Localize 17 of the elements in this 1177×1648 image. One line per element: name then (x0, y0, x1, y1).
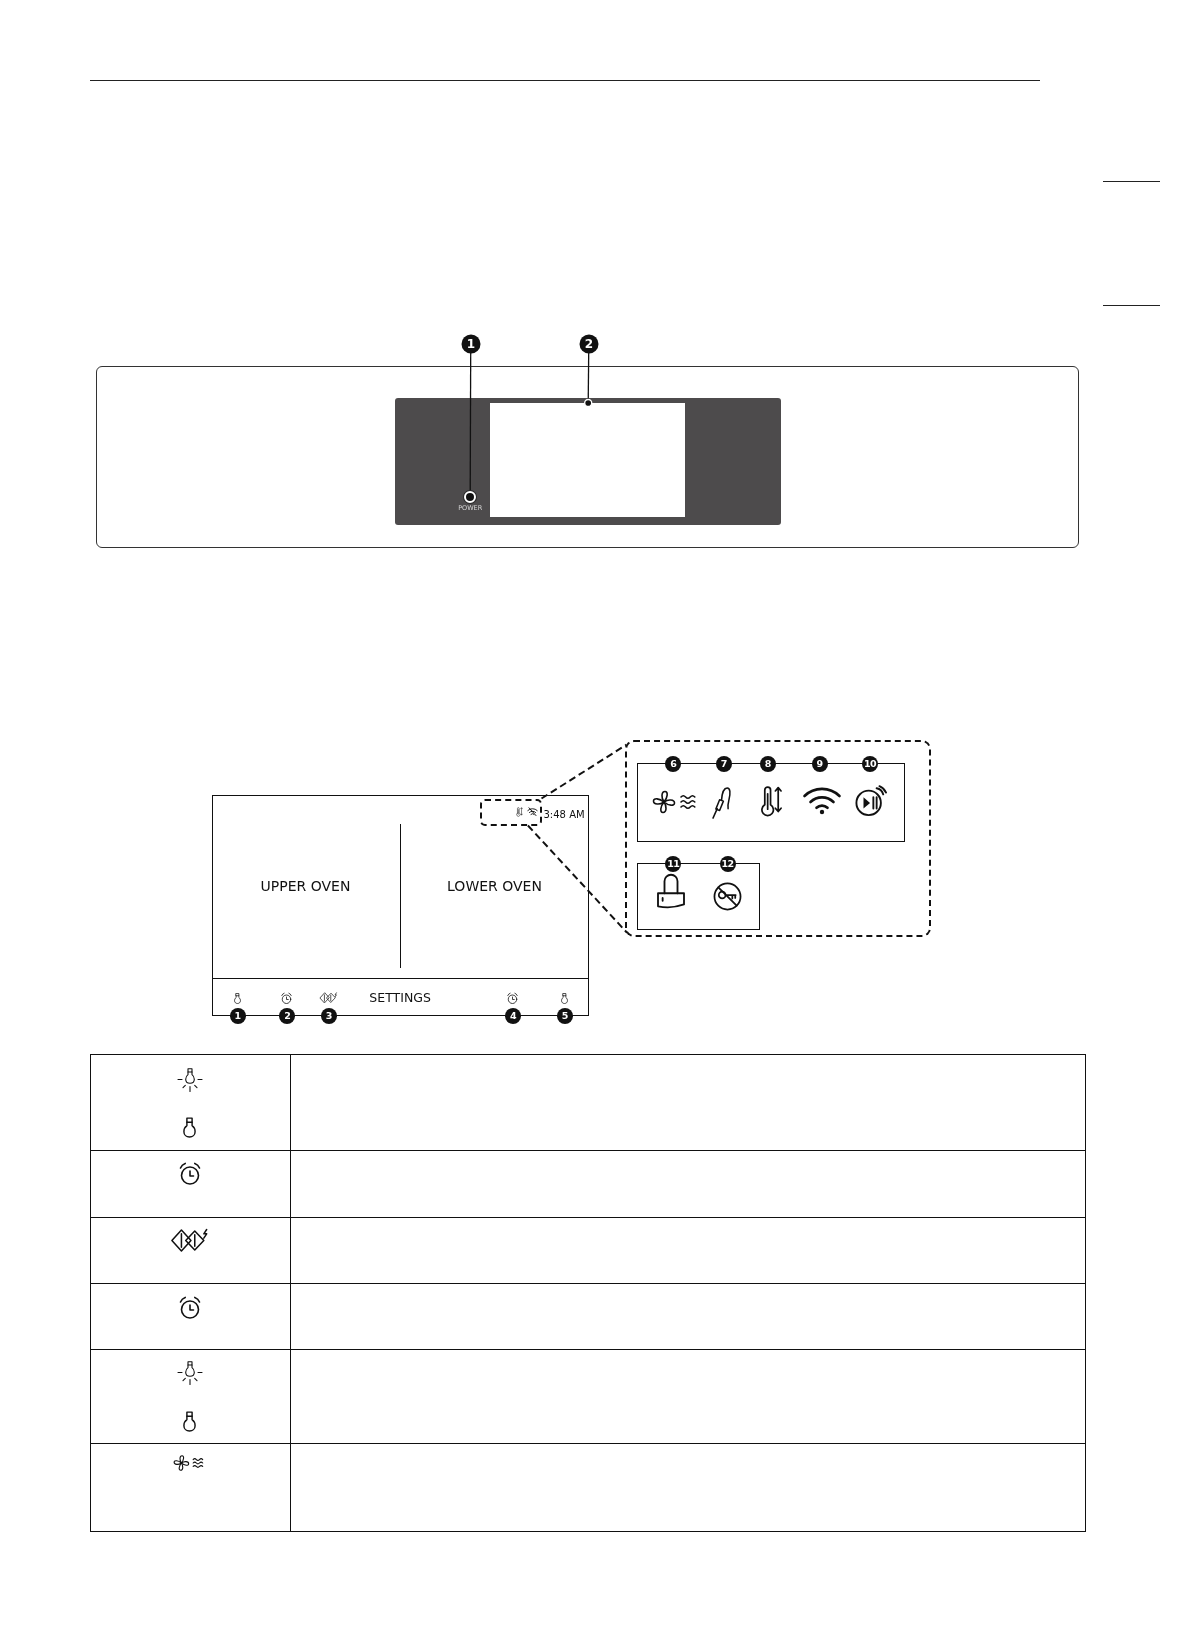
highlight-frame (479, 798, 542, 826)
control-panel (395, 397, 781, 525)
callout-number: 1 (461, 334, 481, 354)
zoom-inset (624, 740, 931, 937)
power-button (464, 490, 477, 503)
leader-line (469, 352, 472, 492)
touch-screen (490, 403, 686, 518)
leader-line (584, 352, 593, 408)
callout-number: 2 (579, 334, 599, 354)
clock-time: 3:48 AM (543, 808, 585, 821)
zoom-connector-line (526, 824, 629, 934)
oven-label: LOWER OVEN (447, 877, 542, 894)
callout-number: 2 (279, 1008, 296, 1024)
control-panel-outline (96, 366, 1079, 548)
settings-label: SETTINGS (369, 990, 431, 1006)
zoom-connector-line (540, 743, 628, 800)
oven-label: UPPER OVEN (260, 877, 351, 894)
